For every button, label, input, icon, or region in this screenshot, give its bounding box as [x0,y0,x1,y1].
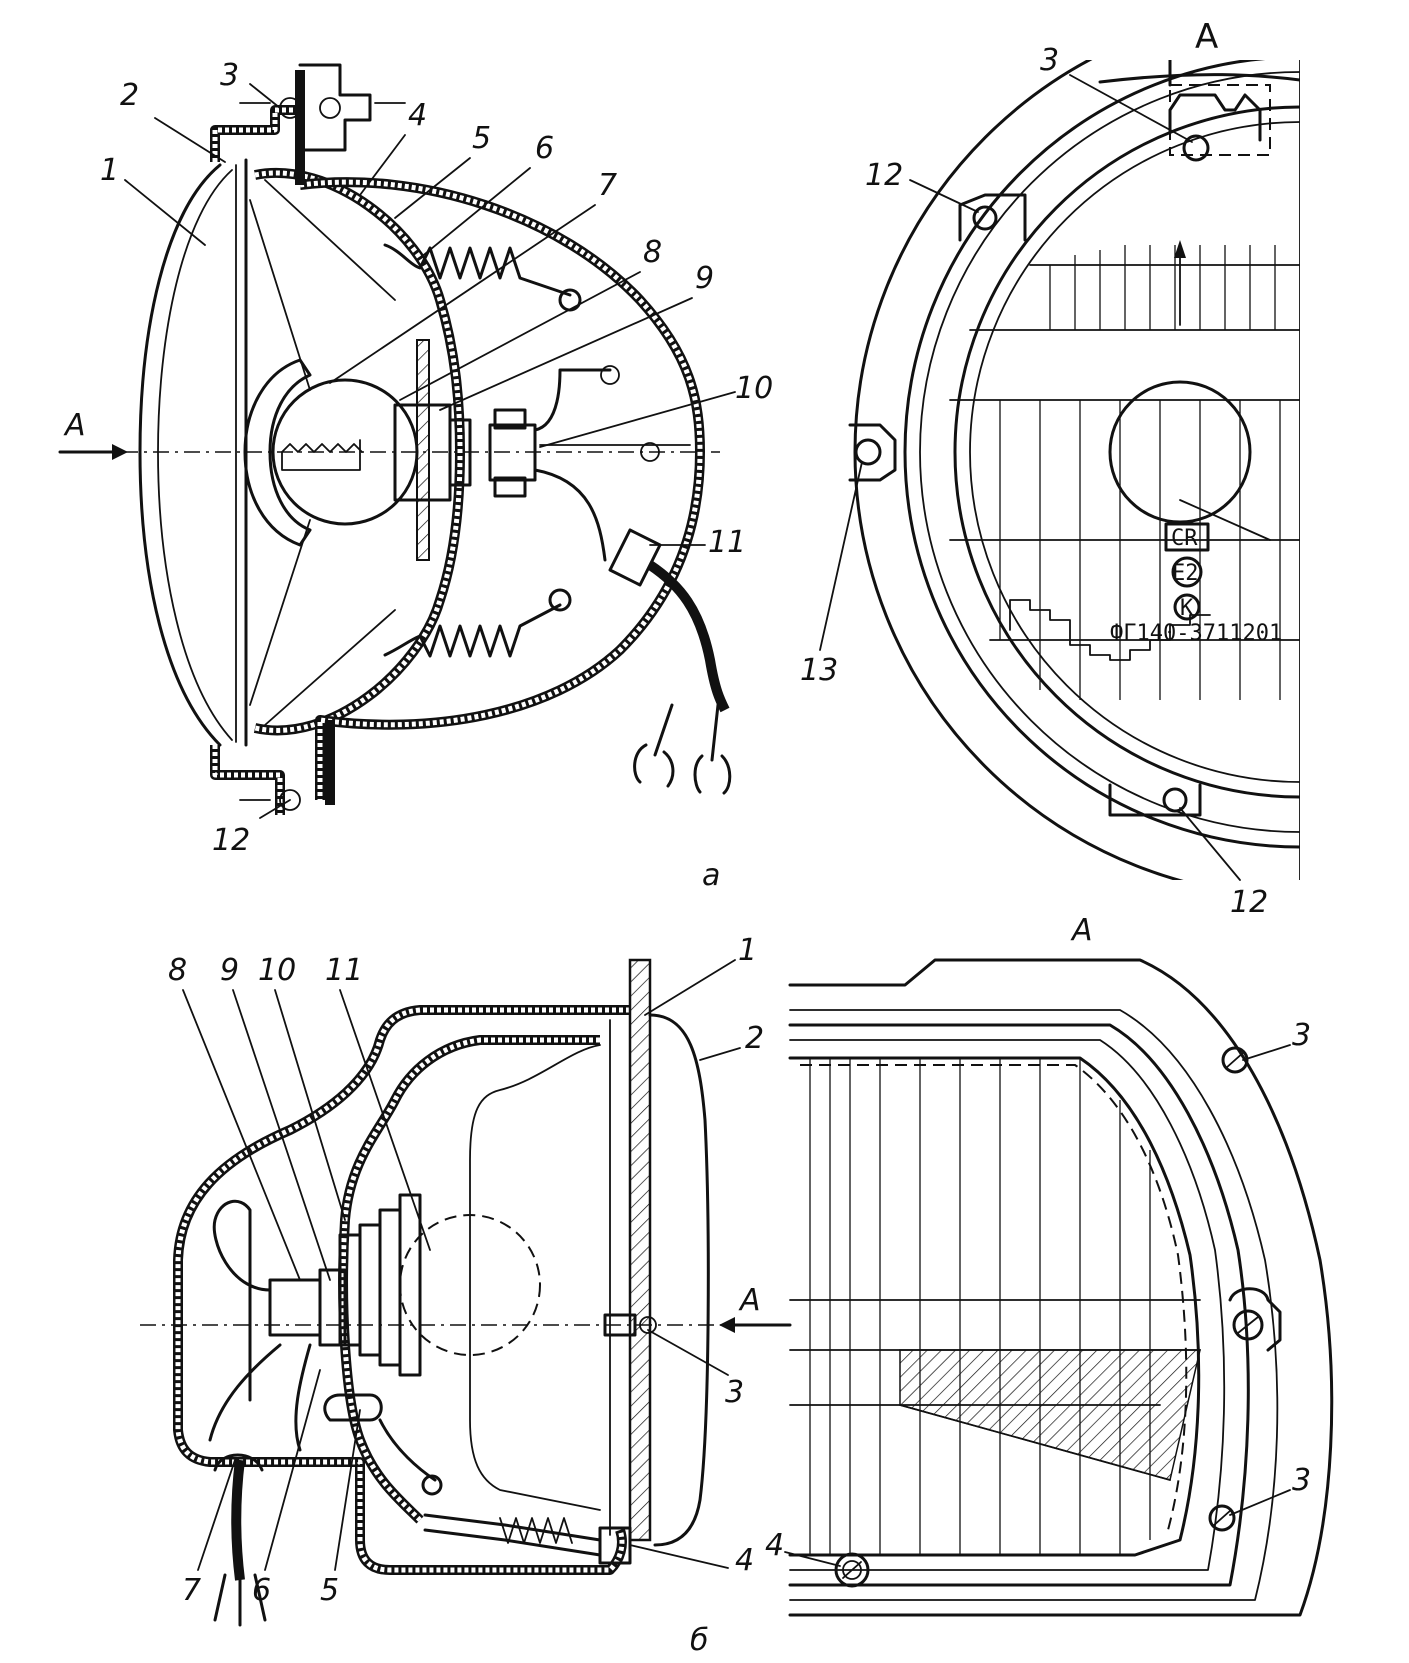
view-arrow-a [58,444,128,460]
bolt-12-upper [972,205,998,231]
panel-b-caption: б [690,1623,709,1658]
panel-a-caption: а [702,858,720,893]
detail-screw-4 [834,1552,870,1588]
callout-a-7: 7 [598,168,617,203]
callout-detail-4: 4 [765,1528,784,1563]
panel-b-detail-view: A 3 3 4 [765,913,1334,1617]
front-view-title: A [1195,17,1218,57]
mark-part-number: ФГ140-3711201 [1110,621,1282,646]
view-arrow-a-label: A [63,408,86,443]
callout-b-5: 5 [320,1573,339,1608]
detail-view-title: A [1070,913,1093,948]
panel-a-front-view: CR E2 K ФГ140-3711201 A 3 12 12 13 [800,17,1300,920]
callout-detail-3-top: 3 [1292,1018,1311,1053]
upper-spring [383,243,572,297]
callout-b-1: 1 [738,933,757,968]
detail-outline [788,958,1334,1617]
callout-b-6: 6 [252,1573,271,1608]
callout-b-11: 11 [325,953,363,988]
view-arrow-b-label: A [738,1283,761,1318]
bolt-3-top [1182,134,1210,162]
detail-screw-3-top [1221,1046,1249,1074]
lens-b [648,1013,710,1547]
callout-front-12-upper: 12 [865,158,903,193]
callout-a-6: 6 [535,131,554,166]
callout-b-3: 3 [725,1375,744,1410]
bolt-13 [854,438,882,466]
detail-flutes [809,1058,1151,1555]
callout-a-11: 11 [708,525,746,560]
cable-grommet [608,528,662,587]
callout-front-13: 13 [800,653,838,688]
detail-screw-side [1232,1309,1264,1341]
callout-a-12: 12 [212,823,250,858]
mark-e2: E2 [1172,561,1199,586]
callout-b-4: 4 [735,1543,754,1578]
mark-cr: CR [1171,526,1198,551]
callout-b-9: 9 [220,953,239,988]
callout-a-9: 9 [695,261,714,296]
mark-k: K [1180,596,1194,621]
lens [138,163,222,747]
callout-front-12-lower: 12 [1230,885,1268,920]
callout-b-2: 2 [745,1021,764,1056]
adjuster-screw [423,1513,602,1557]
view-arrow-b [719,1317,792,1333]
terminal-left [633,703,675,788]
front-outer-rim [853,60,1184,880]
mounting-flange [628,958,652,1542]
panel-a-section-view: 1 2 3 4 5 6 7 8 9 10 11 12 A а [58,58,773,893]
callout-a-2: 2 [120,78,139,113]
terminal-right [693,703,732,795]
callout-front-3: 3 [1040,43,1059,78]
lens-flutes [999,245,1281,700]
detail-screw-3-bottom [1208,1504,1236,1532]
connector [488,423,537,482]
callout-a-5: 5 [472,121,491,156]
bolt-12-lower [1162,787,1188,813]
panel-b-section-view: 8 9 10 11 1 2 3 4 5 6 7 A б [140,933,792,1658]
socket-b [338,1193,422,1377]
callout-b-10: 10 [258,953,296,988]
lower-spring [383,603,562,658]
callout-a-1: 1 [100,153,119,188]
callout-a-4: 4 [408,98,427,133]
callout-a-3: 3 [220,58,239,93]
callout-detail-3-bottom: 3 [1292,1463,1311,1498]
callout-a-10: 10 [735,371,773,406]
callout-b-7: 7 [182,1573,201,1608]
callout-b-8: 8 [168,953,187,988]
callout-a-8: 8 [643,235,662,270]
lens-center-circle [1108,380,1252,524]
